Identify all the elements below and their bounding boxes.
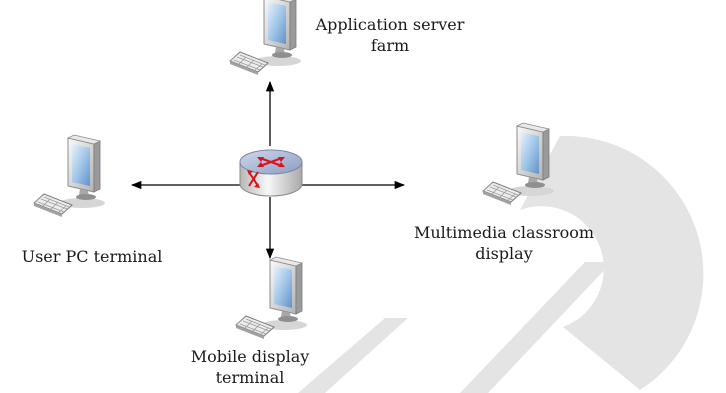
app-server-label-line-2: farm	[370, 36, 410, 55]
mobile-label-line-2: terminal	[215, 368, 285, 387]
app-server-label-line-1: Application server	[315, 15, 465, 34]
connection-arrows	[130, 80, 406, 260]
app-server-label: Application server farm	[305, 14, 475, 56]
user-pc-label-line-1: User PC terminal	[21, 247, 163, 266]
mobile-label: Mobile display terminal	[180, 346, 320, 388]
background-watermark	[298, 135, 704, 393]
mobile-label-line-1: Mobile display	[190, 347, 310, 366]
mobile-computer-icon	[235, 256, 308, 340]
multimedia-label-line-1: Multimedia classroom	[413, 223, 595, 242]
multimedia-label: Multimedia classroom display	[404, 222, 604, 264]
app-server-computer-icon	[229, 0, 302, 76]
multimedia-label-line-2: display	[475, 244, 533, 263]
router-icon	[239, 149, 303, 197]
user-pc-label: User PC terminal	[12, 246, 172, 267]
multimedia-computer-icon	[482, 122, 555, 206]
user-pc-computer-icon	[33, 134, 106, 218]
